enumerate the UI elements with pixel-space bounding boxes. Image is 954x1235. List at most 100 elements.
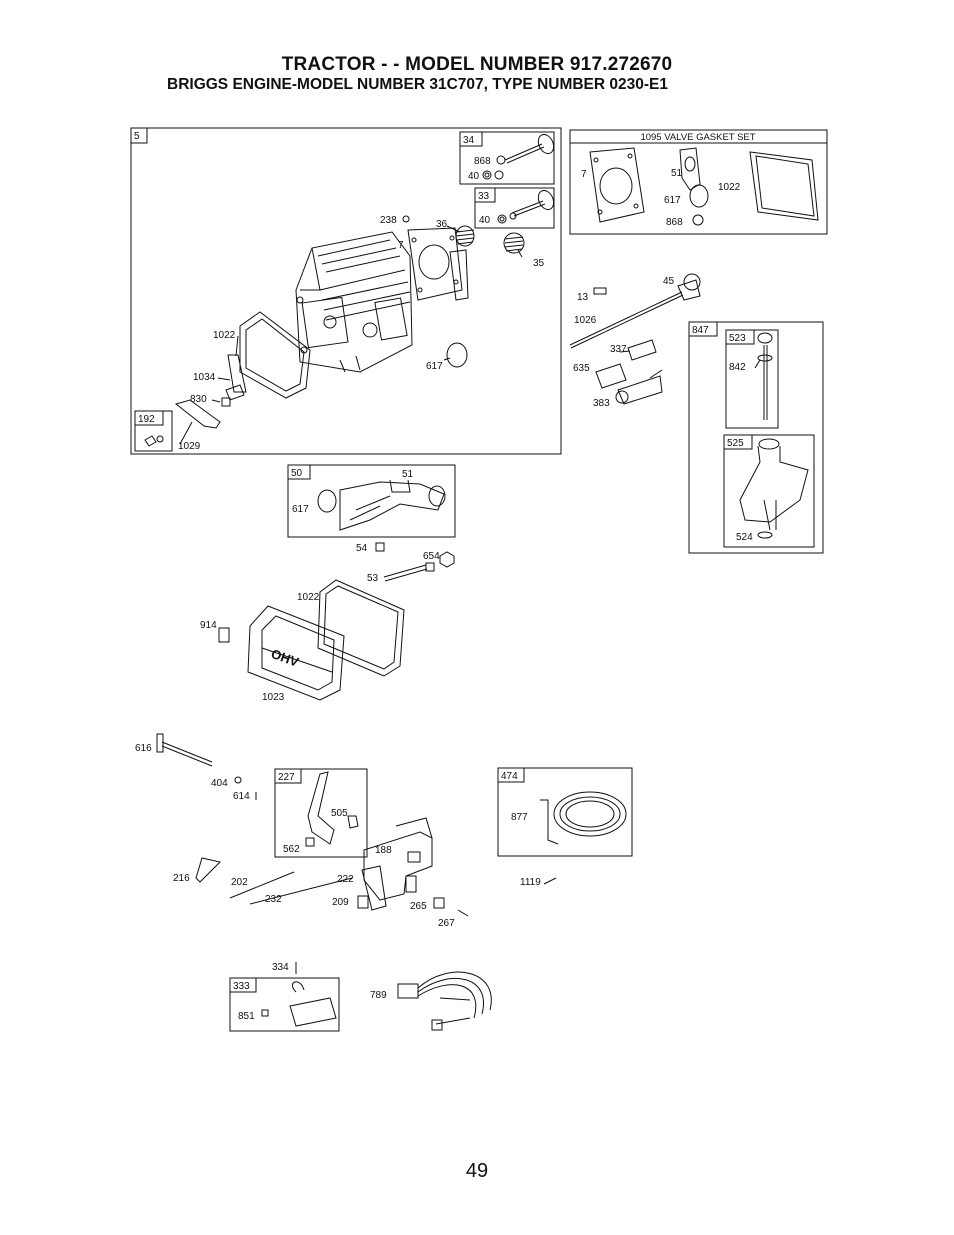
part-7: 7: [581, 169, 587, 180]
governor-lever-drawing: [305, 771, 359, 847]
part-labels: 868 40 40 238 36 7 35 1022 1034 830 1029…: [135, 156, 753, 1022]
valve-34-drawing: [482, 133, 555, 180]
part-914: 914: [200, 620, 217, 631]
leader-lines-box5: [179, 225, 523, 445]
part-635: 635: [573, 363, 590, 374]
part-53: 53: [367, 573, 379, 584]
box-50: [287, 464, 456, 538]
part-40: 40: [479, 215, 491, 226]
box-5: [130, 127, 562, 455]
part-654: 654: [423, 551, 440, 562]
page-subtitle: BRIGGS ENGINE-MODEL NUMBER 31C707, TYPE …: [167, 76, 668, 93]
part-1022: 1022: [718, 182, 741, 193]
part-222: 222: [337, 874, 354, 885]
stator-drawing: [540, 791, 627, 845]
governor-shaft-drawing: [156, 733, 257, 800]
screw-1119-drawing: [543, 877, 557, 885]
part-40: 40: [468, 171, 480, 182]
head-gasket-drawing: [407, 227, 469, 301]
part-13: 13: [577, 292, 589, 303]
part-616: 616: [135, 743, 152, 754]
part-789: 789: [370, 990, 387, 1001]
part-877: 877: [511, 812, 528, 823]
tag-5: 5: [134, 131, 140, 142]
part-617: 617: [426, 361, 443, 372]
rocker-cover-gasket-drawing: [239, 311, 311, 399]
part-334: 334: [272, 962, 289, 973]
tag-525: 525: [727, 438, 744, 449]
part-188: 188: [375, 845, 392, 856]
page-number: 49: [465, 1160, 489, 1182]
part-337: 337: [610, 344, 627, 355]
box-227: [274, 768, 368, 858]
part-1022: 1022: [213, 330, 236, 341]
part-7: 7: [398, 240, 404, 251]
part-617: 617: [664, 195, 681, 206]
box-523: [725, 329, 779, 429]
tag-474: 474: [501, 771, 518, 782]
part-54: 54: [356, 543, 368, 554]
tag-847: 847: [692, 325, 709, 336]
ohv-emboss: OHV: [269, 646, 301, 670]
tag-50: 50: [291, 468, 303, 479]
part-232: 232: [265, 894, 282, 905]
part-35: 35: [533, 258, 545, 269]
page-title: TRACTOR - - MODEL NUMBER 917.272670: [281, 54, 673, 75]
part-614: 614: [233, 791, 250, 802]
part-830: 830: [190, 394, 207, 405]
throttle-bracket-drawing: [357, 817, 469, 917]
part-36: 36: [436, 219, 448, 230]
part-1034: 1034: [193, 372, 216, 383]
part-1026: 1026: [574, 315, 597, 326]
part-868: 868: [666, 217, 683, 228]
manifold-fasteners-drawing: [375, 542, 455, 582]
valve-gasket-set-drawing: [589, 147, 819, 226]
intake-manifold-drawing: [317, 479, 446, 531]
dipstick-tube-parts-drawing: [569, 273, 701, 405]
part-383: 383: [593, 398, 610, 409]
part-562: 562: [283, 844, 300, 855]
cylinder-head-drawing: [295, 231, 413, 373]
tag-333: 333: [233, 981, 250, 992]
part-238: 238: [380, 215, 397, 226]
rocker-cover-gasket-1022-drawing: [317, 579, 405, 677]
valve-springs-drawing: [402, 215, 525, 254]
screw-914-drawing: [218, 627, 230, 643]
rocker-cover-1023-drawing: [247, 605, 345, 701]
part-267: 267: [438, 918, 455, 929]
part-209: 209: [332, 897, 349, 908]
part-1022: 1022: [297, 592, 320, 603]
box-525: [723, 434, 815, 548]
tag-34: 34: [463, 135, 475, 146]
breather-parts-drawing: [144, 354, 247, 447]
dipstick-drawing: [754, 332, 773, 420]
part-51: 51: [671, 168, 683, 179]
valve-33-drawing: [497, 189, 555, 224]
box-34: [459, 131, 555, 185]
part-1023: 1023: [262, 692, 285, 703]
linkage-rods-drawing: [195, 857, 353, 905]
part-505: 505: [331, 808, 348, 819]
box-tags: 5 34 33 192 1095 VALVE GASKET SET 847 52…: [134, 131, 756, 992]
tag-523: 523: [729, 333, 746, 344]
box-847: [688, 321, 824, 554]
tag-227: 227: [278, 772, 295, 783]
part-51: 51: [402, 469, 414, 480]
part-404: 404: [211, 778, 228, 789]
box-1095: [569, 129, 828, 235]
box-474: [497, 767, 633, 857]
part-524: 524: [736, 532, 753, 543]
tag-33: 33: [478, 191, 490, 202]
fill-tube-drawing: [739, 438, 809, 539]
part-842: 842: [729, 362, 746, 373]
part-216: 216: [173, 873, 190, 884]
part-868: 868: [474, 156, 491, 167]
armature-drawing: [261, 962, 337, 1027]
box-33: [474, 187, 555, 229]
tag-1095: 1095 VALVE GASKET SET: [640, 132, 755, 143]
o-ring-617-drawing: [446, 342, 468, 368]
part-1029: 1029: [178, 441, 201, 452]
part-617: 617: [292, 504, 309, 515]
part-851: 851: [238, 1011, 255, 1022]
